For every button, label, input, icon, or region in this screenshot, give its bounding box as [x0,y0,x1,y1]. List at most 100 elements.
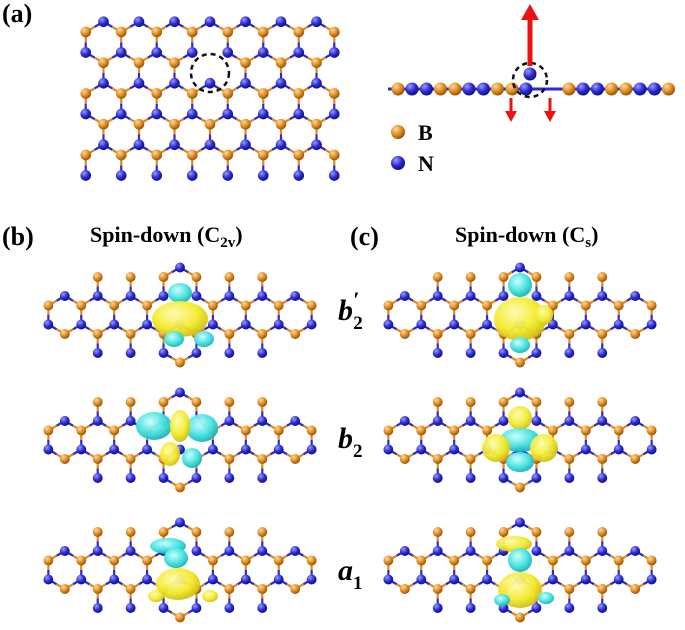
boron-atom [109,425,120,436]
boron-atom [383,300,394,311]
boron-atom [186,88,198,99]
nitrogen-atom [158,348,169,358]
nitrogen-atom [432,291,443,301]
nitrogen-atom [465,348,476,358]
nitrogen-atom [293,170,305,181]
boron-atom [498,272,509,282]
boron-atom [662,82,675,96]
boron-atom [562,82,576,96]
nitrogen-atom [43,444,54,455]
isosurface-negative [508,273,532,297]
nitrogen-atom [432,603,443,613]
boron-atom [98,57,109,69]
boron-atom [125,397,136,407]
nitrogen-atom [92,291,103,301]
nitrogen-atom [275,77,287,89]
boron-atom [92,454,103,464]
boron-atom [240,118,251,130]
nitrogen-atom [515,517,525,528]
nitrogen-atom [328,108,340,120]
nitrogen-atom [613,319,624,330]
isosurface-positive [148,590,164,602]
nitrogen-atom [564,473,575,483]
nitrogen-atom [449,574,460,585]
nitrogen-atom [465,473,476,483]
boron-atom [597,527,608,537]
nitrogen-atom [405,82,419,96]
boron-atom [605,82,618,96]
nitrogen-atom [498,473,509,483]
nitrogen-atom [383,574,394,585]
nitrogen-atom [580,444,591,455]
nitrogen-atom [257,170,269,181]
boron-atom [151,88,163,99]
isosurface-negative [500,428,540,452]
nitrogen-atom [630,416,641,426]
nitrogen-atom [311,16,322,28]
boron-atom [257,26,269,38]
nitrogen-atom [275,16,287,28]
nitrogen-atom [224,546,235,556]
boron-atom [449,555,460,566]
boron-atom [630,584,641,594]
boron-atom [630,454,641,464]
nitrogen-atom [175,387,185,398]
nitrogen-atom [191,348,202,358]
isosurface-positive [496,536,532,552]
nitrogen-atom [224,473,235,483]
isosurface-negative [168,283,192,303]
boron-atom [80,26,92,38]
boron-atom [240,57,251,69]
isosurface-positive [152,301,208,337]
boron-atom [306,555,317,566]
boron-atom [465,584,476,594]
boron-atom [43,555,54,566]
nitrogen-atom [142,319,153,330]
boron-atom [613,300,624,311]
legend-boron-label: B [418,120,433,145]
atoms [383,387,657,493]
side-view-lattice [388,67,675,96]
nitrogen-atom [416,574,427,585]
nitrogen-atom [151,108,163,120]
boron-atom [564,454,575,464]
boron-atom [273,425,284,436]
boron-atom [257,584,268,594]
nitrogen-atom [115,108,127,120]
nitrogen-atom [204,16,216,28]
nitrogen-atom [191,603,202,613]
boron-atom [547,555,558,566]
boron-atom [191,397,202,407]
isosurface-positive [508,406,532,430]
nitrogen-atom [273,574,284,585]
boron-atom [448,82,462,96]
legend-nitrogen-marker [391,156,405,170]
boron-atom [151,26,163,38]
nitrogen-atom [547,574,558,585]
boron-atom [564,397,575,407]
boron-atom [465,329,476,339]
nitrogen-atom [432,348,443,358]
nitrogen-atom [519,82,533,96]
nitrogen-atom [383,319,394,330]
isosurface-negative [182,448,202,468]
boron-atom [416,555,427,566]
nitrogen-atom [186,170,198,181]
nitrogen-atom [224,416,235,426]
orbital-label-b-prime-2: b′2 [338,287,363,334]
nitrogen-atom [498,291,509,301]
nitrogen-atom [158,603,169,613]
nitrogen-atom [142,444,153,455]
nitrogen-atom [399,546,410,556]
boron-atom [416,425,427,436]
nitrogen-atom [186,108,198,120]
nitrogen-atom [311,139,322,151]
nitrogen-atom [125,416,136,426]
arrow-down-left-head [505,111,517,122]
nitrogen-atom [432,473,443,483]
nitrogen-atom [76,574,87,585]
nitrogen-atom [465,291,476,301]
boron-atom [498,527,509,537]
isosurface-negative [538,592,554,604]
boron-atom [432,527,443,537]
